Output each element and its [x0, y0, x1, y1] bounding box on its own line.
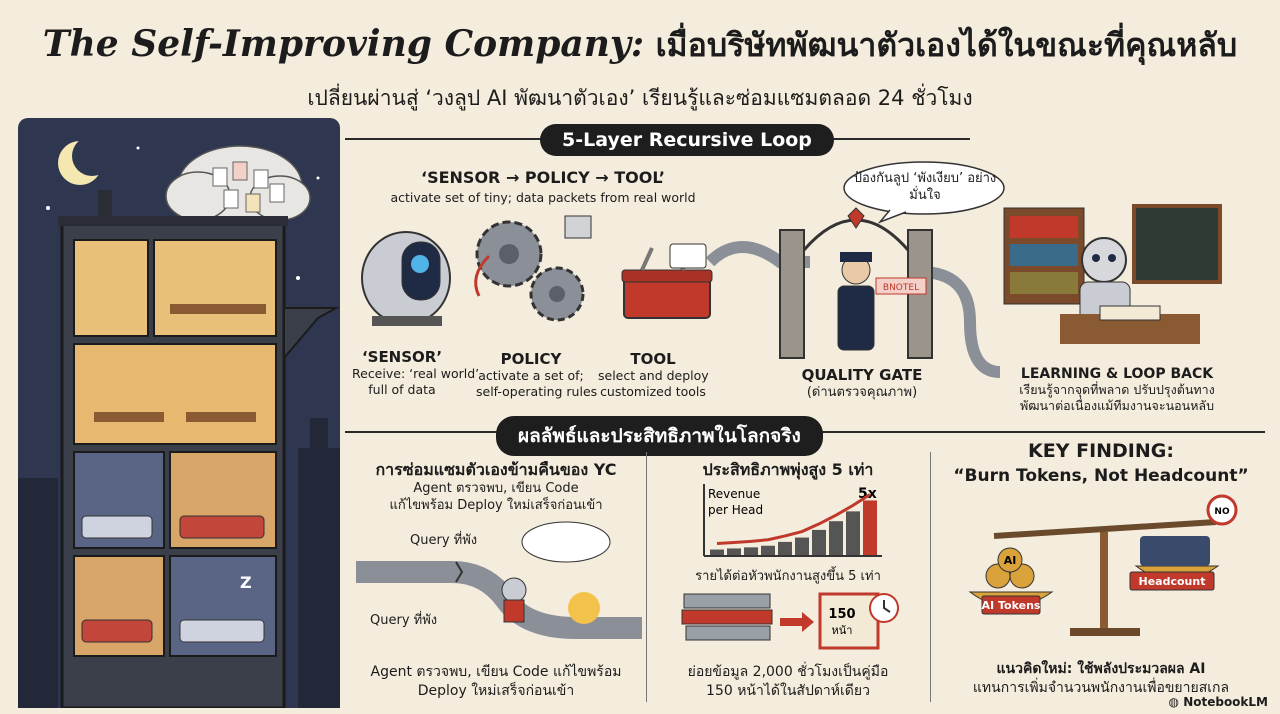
- toolbox-icon: [621, 243, 713, 319]
- revenue-chart: Revenue per Head 5x: [703, 484, 882, 557]
- tool-text-2: customized tools: [600, 384, 706, 399]
- learn-text-1: เรียนรู้จากจุดที่พลาด ปรับปรุงต้นทาง: [1019, 382, 1215, 397]
- tool-title: TOOL: [630, 350, 676, 368]
- speech-bubble: [843, 161, 1005, 224]
- chart-bar: [846, 511, 860, 555]
- col1-text-2: แก้ไขพร้อม Deploy ใหม่เสร็จก่อนเข้า: [389, 498, 603, 513]
- loop-headline-sub: activate set of tiny; data packets from …: [390, 190, 696, 205]
- balance-scale-illustration: AI AI Tokens Headcount NO: [968, 494, 1238, 636]
- chart-trend-line: [716, 493, 871, 546]
- col3-bottom-1: แนวคิดใหม่: ใช้พลังประมวลผล AI: [996, 661, 1206, 677]
- chart-bar: [863, 500, 877, 555]
- coin-label: AI: [1004, 554, 1017, 567]
- building-illustration: Z: [18, 118, 340, 708]
- sensor-robot-icon: [361, 231, 451, 326]
- query-label-1: Query ที่พัง: [410, 533, 478, 548]
- sleep-z-icon: Z: [240, 573, 252, 592]
- policy-block: POLICY activate a set of; self-operating…: [476, 350, 598, 400]
- tool-text-1: select and deploy: [598, 368, 709, 383]
- book-label-2: หน้า: [832, 624, 853, 637]
- sun-icon: [568, 592, 600, 624]
- col2-bottom-1: ย่อยข้อมูล 2,000 ชั่วโมงเป็นคู่มือ: [687, 664, 889, 680]
- chart-bar: [812, 529, 826, 555]
- footer-brand: ◍ NotebookLM: [1169, 695, 1268, 709]
- learn-block: LEARNING & LOOP BACK เรียนรู้จากจุดที่พล…: [1012, 366, 1222, 414]
- sensor-text-2: full of data: [368, 382, 436, 397]
- gate-block: QUALITY GATE (ด่านตรวจคุณภาพ): [800, 366, 924, 401]
- people-icon: [1140, 536, 1210, 566]
- chalkboard-icon: [1132, 204, 1222, 284]
- policy-text-2: self-operating rules: [476, 384, 598, 399]
- chart-ylabel-2: per Head: [708, 503, 763, 517]
- col2-title: ประสิทธิภาพพุ่งสูง 5 เท่า: [702, 460, 874, 479]
- sensor-title: ‘SENSOR’: [361, 348, 443, 366]
- gate-title: QUALITY GATE: [801, 366, 923, 384]
- repair-robot-icon: [501, 577, 527, 603]
- col1-bottom: Agent ตรวจพบ, เขียน Code แก้ไขพร้อม Depl…: [352, 663, 640, 701]
- col3-bottom-2: แทนการเพิ่มจำนวนพนักงานเพื่อขยายสเกล: [972, 680, 1230, 696]
- sensor-block: ‘SENSOR’ Receive: ‘real world’ full of d…: [352, 348, 480, 398]
- chart-bar: [761, 545, 775, 555]
- tool-block: TOOL select and deploy customized tools: [598, 350, 709, 400]
- chart-bar: [778, 541, 792, 555]
- key-finding-quote: “Burn Tokens, Not Headcount”: [953, 466, 1249, 486]
- column-divider-1: [646, 452, 647, 702]
- pipe-repair-illustration: [356, 521, 642, 639]
- chart-bar: [727, 548, 741, 555]
- policy-title: POLICY: [500, 350, 562, 368]
- loop-pipe: [705, 241, 1001, 378]
- data-cloud-icon: [165, 145, 311, 227]
- policy-text-1: activate a set of;: [478, 368, 584, 383]
- title-english: The Self-Improving Company:: [42, 23, 645, 65]
- learn-text-2: พัฒนาต่อเนื่องแม้ทีมงานจะนอนหลับ: [1019, 398, 1215, 413]
- title-thai: เมื่อบริษัทพัฒนาตัวเองได้ในขณะที่คุณหลับ: [655, 26, 1238, 64]
- gears-icon: [474, 215, 592, 322]
- quality-gate-icon: BNOTEL: [779, 207, 933, 359]
- col1-bottom-1: Agent ตรวจพบ, เขียน Code แก้ไขพร้อม: [370, 664, 622, 680]
- loop-headline: ‘SENSOR → POLICY → TOOL’: [421, 168, 665, 187]
- page-title: The Self-Improving Company: เมื่อบริษัทพ…: [0, 22, 1280, 67]
- chart-bar: [829, 521, 843, 555]
- chart-bar: [710, 549, 724, 555]
- results-banner: ผลลัพธ์และประสิทธิภาพในโลกจริง: [496, 416, 823, 456]
- tokens-label: AI Tokens: [982, 599, 1041, 612]
- query-label-2: Query ที่พัง: [370, 613, 438, 628]
- col1-title: การซ่อมแซมตัวเองข้ามคืนของ YC: [375, 460, 617, 479]
- chart-ylabel-1: Revenue: [708, 487, 760, 501]
- no-sign-text: NO: [1214, 507, 1230, 517]
- gate-sign-text: BNOTEL: [883, 283, 919, 293]
- shield-icon: [847, 207, 865, 229]
- col2-bottom-2: 150 หน้าได้ในสัปดาห์เดียว: [706, 683, 870, 699]
- speech-bubble-text: ป้องกันลูป ‘พังเงียบ’ อย่างมั่นใจ: [853, 171, 997, 203]
- sensor-text-1: Receive: ‘real world’: [352, 366, 480, 381]
- gate-text: (ด่านตรวจคุณภาพ): [806, 385, 918, 400]
- arrow-icon: [780, 612, 814, 632]
- chart-bar: [795, 537, 809, 555]
- page-subtitle: เปลี่ยนผ่านสู่ ‘วงลูป AI พัฒนาตัวเอง’ เร…: [307, 86, 973, 110]
- learning-robot-icon: [1003, 204, 1222, 344]
- col2-caption: รายได้ต่อหัวพนักงานสูงขึ้น 5 เท่า: [695, 569, 881, 584]
- loop-banner: 5-Layer Recursive Loop: [540, 124, 834, 156]
- column-divider-2: [930, 452, 931, 702]
- notebooklm-icon: ◍: [1168, 695, 1184, 709]
- books-to-manual-illustration: 150 หน้า: [681, 592, 899, 650]
- learn-title: LEARNING & LOOP BACK: [1020, 366, 1214, 382]
- chart-bar: [744, 547, 758, 555]
- col1-text-1: Agent ตรวจพบ, เขียน Code: [413, 481, 579, 496]
- col3-bottom: แนวคิดใหม่: ใช้พลังประมวลผล AI แทนการเพิ…: [936, 660, 1266, 698]
- key-finding-title: KEY FINDING:: [1028, 440, 1174, 462]
- brand-label: NotebookLM: [1183, 695, 1268, 709]
- no-sign-icon: [1206, 494, 1238, 526]
- col1-bottom-2: Deploy ใหม่เสร็จก่อนเข้า: [417, 683, 575, 699]
- headcount-label: Headcount: [1139, 575, 1206, 588]
- book-label-1: 150: [828, 607, 855, 622]
- coin-icon: [997, 547, 1023, 573]
- col2-bottom: ย่อยข้อมูล 2,000 ชั่วโมงเป็นคู่มือ 150 ห…: [652, 663, 924, 701]
